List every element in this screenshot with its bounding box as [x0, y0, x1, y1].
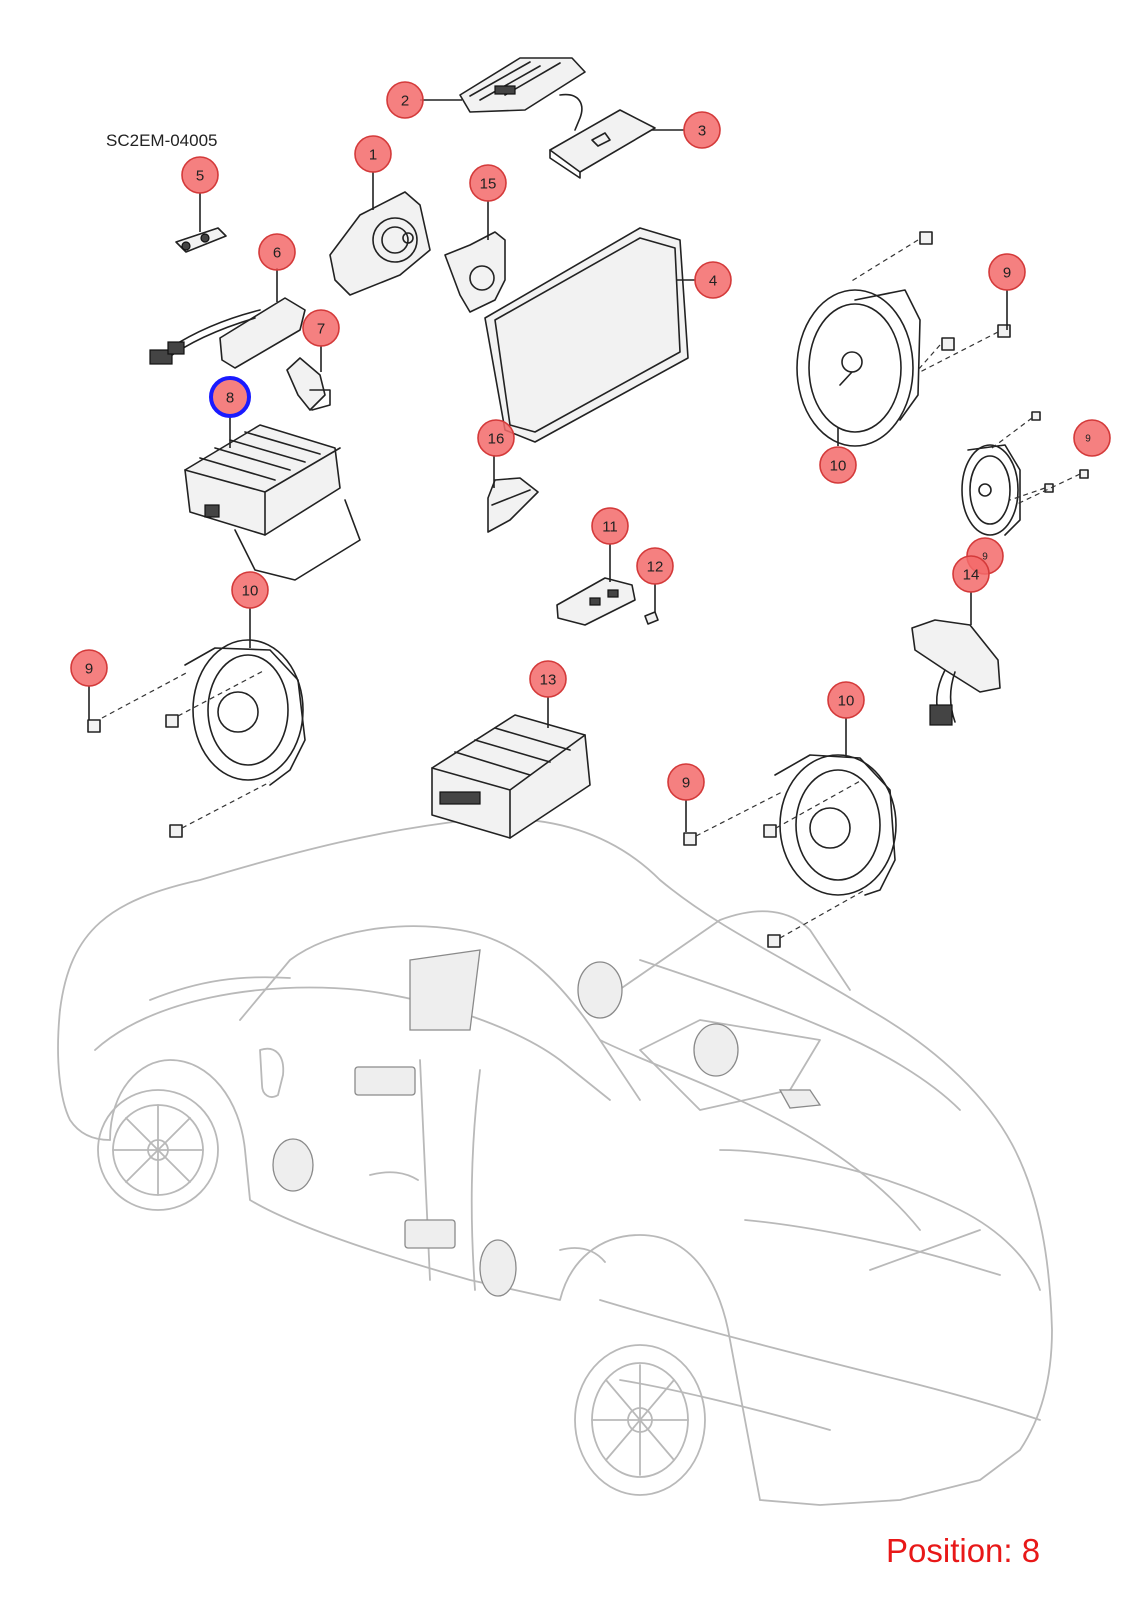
part-10-speaker-right — [774, 754, 897, 896]
installed-speaker-rear-door — [272, 1138, 314, 1192]
callout-14[interactable]: 14 — [952, 555, 990, 593]
callout-13[interactable]: 13 — [529, 660, 567, 698]
callout-10-left[interactable]: 10 — [231, 571, 269, 609]
vehicle-outline — [57, 817, 1053, 1506]
svg-text:5: 5 — [196, 168, 204, 185]
part-10-speaker-left — [184, 639, 306, 786]
svg-text:9: 9 — [682, 775, 690, 792]
svg-text:6: 6 — [273, 245, 281, 262]
callout-8-selected[interactable]: 8 — [209, 376, 251, 418]
installed-speaker-dash — [577, 961, 623, 1019]
svg-text:12: 12 — [647, 559, 664, 576]
diagram-code: SC2EM-04005 — [106, 131, 218, 150]
callout-6[interactable]: 6 — [258, 233, 296, 271]
callout-9-left[interactable]: 9 — [70, 649, 108, 687]
part-3-module — [549, 109, 656, 179]
svg-text:14: 14 — [963, 567, 980, 584]
callout-15[interactable]: 15 — [469, 164, 507, 202]
installed-speaker-center — [693, 1023, 739, 1077]
svg-text:13: 13 — [540, 672, 557, 689]
callout-9-far-right[interactable]: 9 — [1073, 419, 1111, 457]
svg-text:10: 10 — [242, 583, 259, 600]
part-2-control-module — [459, 57, 586, 131]
part-9-speaker-far-right — [961, 444, 1021, 536]
position-label: Position: 8 — [886, 1532, 1041, 1569]
callout-9-center[interactable]: 9 — [667, 763, 705, 801]
callout-3[interactable]: 3 — [683, 111, 721, 149]
installed-display-bracket — [409, 949, 481, 1031]
part-6-cable-module — [149, 297, 306, 369]
callout-4[interactable]: 4 — [694, 261, 732, 299]
part-7-bracket — [286, 357, 331, 411]
svg-text:11: 11 — [602, 519, 618, 536]
callout-9-upper-right[interactable]: 9 — [988, 253, 1026, 291]
callout-5[interactable]: 5 — [181, 156, 219, 194]
installed-speaker-front-door — [479, 1239, 517, 1297]
part-16-sensor — [487, 477, 539, 533]
part-15-bracket — [444, 231, 506, 313]
installed-antenna — [778, 1089, 822, 1109]
callout-1[interactable]: 1 — [354, 135, 392, 173]
svg-text:8: 8 — [226, 390, 234, 407]
callout-11[interactable]: 11 — [591, 507, 629, 545]
part-8-amplifier — [184, 424, 361, 581]
svg-text:9: 9 — [85, 661, 93, 678]
part-5-connector — [175, 227, 227, 253]
part-13-amplifier — [431, 714, 591, 839]
svg-text:9: 9 — [1085, 434, 1091, 445]
svg-text:3: 3 — [698, 123, 706, 140]
part-14-shark-fin — [911, 619, 1001, 726]
callout-16[interactable]: 16 — [477, 419, 515, 457]
callout-2[interactable]: 2 — [386, 81, 424, 119]
part-12-clip — [644, 611, 659, 625]
part-10-speaker-upper-right — [796, 289, 921, 447]
installed-amplifier-lower — [404, 1219, 456, 1249]
callout-12[interactable]: 12 — [636, 547, 674, 585]
svg-text:1: 1 — [369, 147, 377, 164]
svg-text:9: 9 — [1003, 265, 1011, 282]
svg-text:2: 2 — [401, 93, 409, 110]
callout-10-right[interactable]: 10 — [827, 681, 865, 719]
svg-text:10: 10 — [838, 693, 855, 710]
svg-text:10: 10 — [830, 458, 847, 475]
svg-text:9: 9 — [982, 552, 988, 563]
svg-text:15: 15 — [480, 176, 497, 193]
svg-text:4: 4 — [709, 273, 717, 290]
svg-text:7: 7 — [317, 321, 325, 338]
svg-text:16: 16 — [488, 431, 505, 448]
leader-lines — [88, 99, 1008, 832]
fastener-lines — [101, 239, 1081, 939]
part-1-tweeter-bracket — [329, 191, 431, 296]
part-4-display — [484, 227, 689, 443]
callout-7[interactable]: 7 — [302, 309, 340, 347]
part-11-usb-module — [556, 577, 636, 626]
callout-10-upper-right[interactable]: 10 — [819, 446, 857, 484]
installed-amplifier — [354, 1066, 416, 1096]
